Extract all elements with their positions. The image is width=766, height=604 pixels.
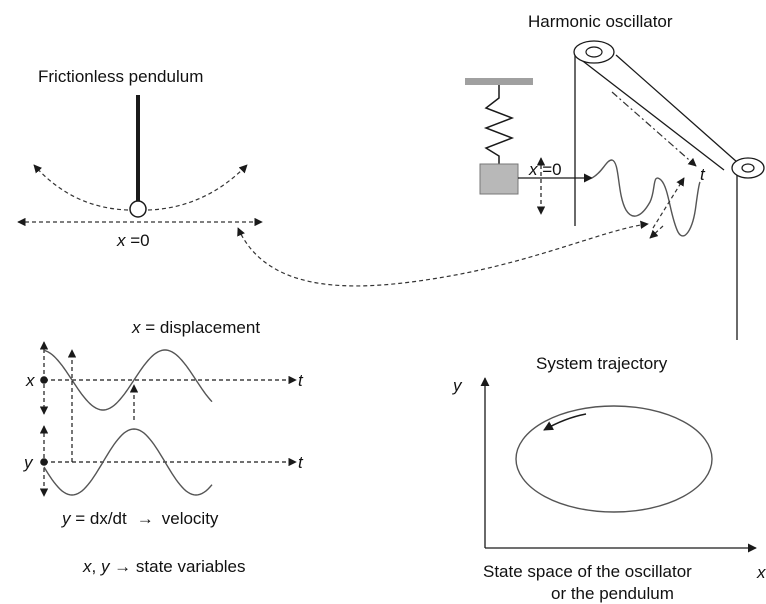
trajectory-title: System trajectory: [536, 354, 668, 373]
pendulum-origin-eq: =0: [126, 231, 150, 250]
svg-text:y = dx/dt→velocity: y = dx/dt → velocity: [61, 509, 219, 528]
state-space-caption-1: State space of the oscillator: [483, 562, 692, 581]
recorder-time-arrow: [611, 91, 697, 167]
pendulum-bob: [129, 200, 147, 218]
oscillator-group: Harmonic oscillator x =0 t: [465, 12, 765, 340]
recorder-drum-right-hole: [741, 163, 755, 173]
y-velocity-wave: [43, 428, 213, 496]
trace-link-arrow-2: [649, 225, 664, 239]
velocity-arrow: →: [137, 509, 154, 528]
y-plot-time-label: t: [298, 453, 304, 472]
displacement-text: = displacement: [141, 318, 261, 337]
svg-text:x, y → state variables: x, y → state variables: [82, 557, 246, 576]
oscillator-mass: [479, 163, 519, 195]
recorder-paper-top-edge: [615, 54, 747, 171]
state-vars-x: x: [82, 557, 92, 576]
state-vars-sep: ,: [92, 557, 101, 576]
pendulum-swing-left-arrow: [33, 164, 129, 211]
svg-text:x = displacement: x = displacement: [131, 318, 260, 337]
pendulum-swing-right-arrow: [147, 164, 248, 211]
x-plot-axis-label: x: [25, 371, 35, 390]
trajectory-ellipse: [515, 405, 713, 513]
state-space-caption-2: or the pendulum: [551, 584, 674, 603]
state-vars-y: y: [100, 557, 111, 576]
svg-text:x =0: x =0: [116, 231, 150, 250]
x-displacement-wave: [43, 349, 213, 411]
velocity-text: velocity: [162, 509, 219, 528]
pendulum-oscillator-link-arrow: [237, 220, 649, 287]
oscillator-title: Harmonic oscillator: [528, 12, 673, 31]
recorder-drum-top-hole: [585, 46, 603, 58]
state-space-y-label: y: [452, 376, 463, 395]
oscillator-spring: [483, 85, 515, 164]
velocity-eq: = dx/dt: [71, 509, 128, 528]
oscillator-origin-var: x: [528, 160, 538, 179]
trace-link-arrow-1: [652, 177, 685, 229]
velocity-var: y: [61, 509, 72, 528]
state-vars-text: → state variables: [109, 557, 245, 576]
x-plot-time-label: t: [298, 371, 304, 390]
oscillator-time-label: t: [700, 165, 706, 184]
oscillator-trace-wave: [591, 159, 701, 237]
trajectory-direction-arrow: [543, 413, 587, 431]
state-space-group: System trajectory y x State space of the…: [452, 354, 766, 603]
displacement-var: x: [131, 318, 141, 337]
svg-text:x =0: x =0: [528, 160, 562, 179]
oscillator-origin-eq: =0: [538, 160, 562, 179]
state-space-x-label: x: [756, 563, 766, 582]
pendulum-group: Frictionless pendulum x =0: [17, 67, 263, 250]
y-plot-origin-dot: [40, 458, 48, 466]
y-plot-axis-label: y: [23, 453, 34, 472]
x-plot-origin-dot: [40, 376, 48, 384]
time-series-group: x = displacement x t y t y = dx/dt → veloc…: [23, 318, 304, 576]
pendulum-origin-var: x: [116, 231, 126, 250]
pendulum-title: Frictionless pendulum: [38, 67, 203, 86]
recorder-paper-inner-edge: [574, 54, 725, 171]
oscillator-ceiling: [465, 78, 533, 85]
